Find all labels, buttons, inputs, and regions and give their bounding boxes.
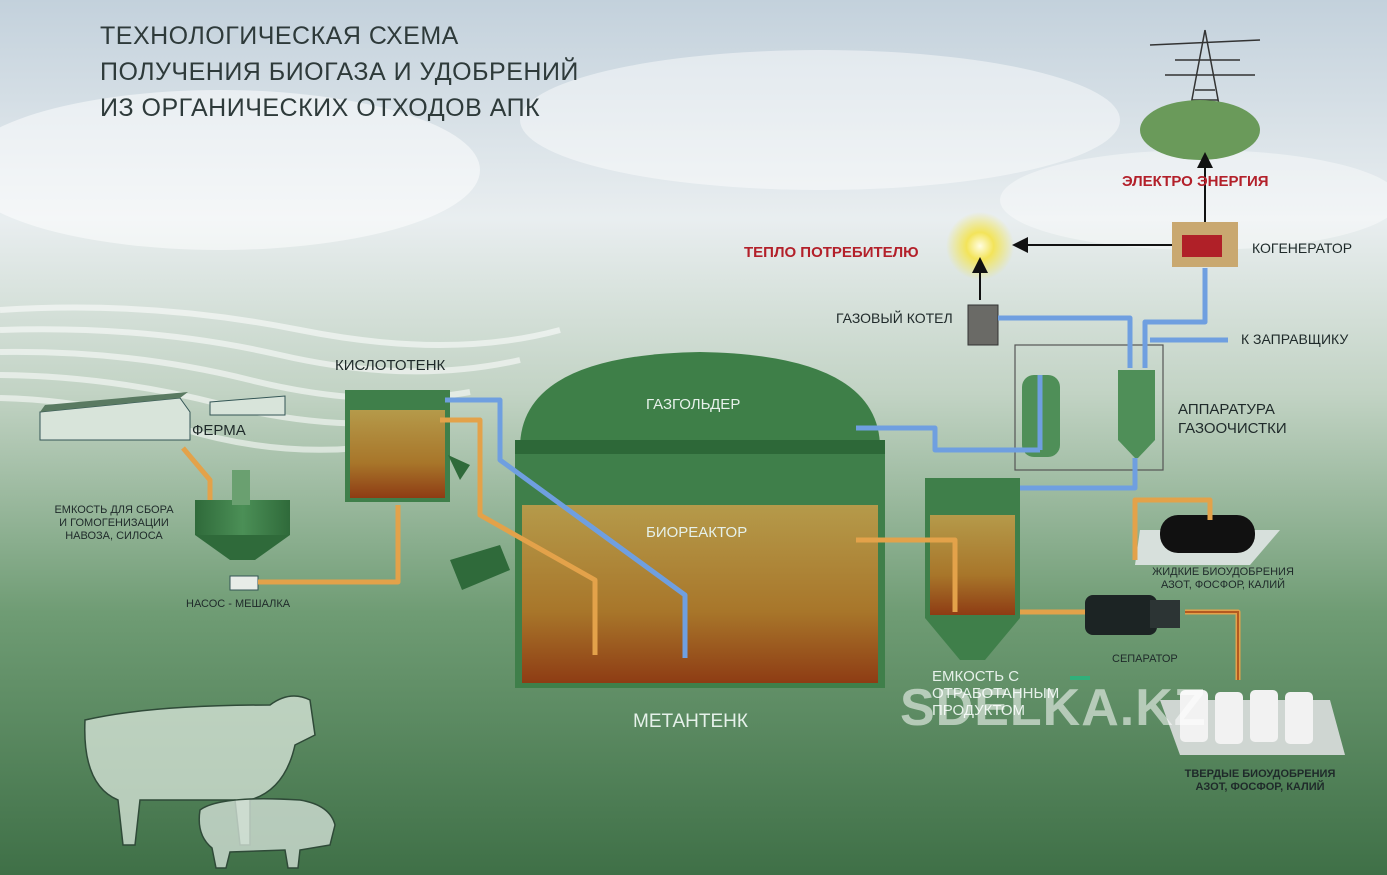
separator-label: СЕПАРАТОР [1112, 653, 1178, 665]
flow-arrows [972, 152, 1213, 300]
bioreactor-label: БИОРЕАКТОР [646, 524, 748, 541]
cloud [0, 90, 480, 250]
heat-to-consumer-label: ТЕПЛО ПОТРЕБИТЕЛЮ [744, 244, 919, 261]
tree-icon [1140, 100, 1260, 160]
gas-pipes [445, 268, 1228, 658]
gas-cleaning-label: АППАРАТУРА ГАЗООЧИСТКИ [1178, 401, 1287, 437]
methane-tank-icon [450, 352, 885, 688]
title-line-1: ТЕХНОЛОГИЧЕСКАЯ СХЕМА [100, 22, 459, 50]
fertilizer-bags-icon [1160, 690, 1345, 755]
electricity-label: ЭЛЕКТРО ЭНЕРГИЯ [1122, 173, 1269, 190]
cow-icon [84, 695, 316, 846]
cloud [520, 50, 1120, 190]
to-filling-station-label: К ЗАПРАВЩИКУ [1241, 331, 1349, 347]
pig-icon [198, 798, 336, 869]
farm-buildings-icon [39, 392, 286, 441]
watermark-bar [1070, 676, 1090, 680]
gas-boiler-icon [967, 304, 999, 346]
methane-tank-label: МЕТАНТЕНК [633, 711, 748, 732]
separator-icon [1085, 595, 1180, 635]
acid-tank-label: КИСЛОТОТЕНК [335, 357, 446, 374]
collection-tank-label: ЕМКОСТЬ ДЛЯ СБОРА И ГОМОГЕНИЗАЦИИ НАВОЗА… [54, 504, 174, 542]
title-line-2: ПОЛУЧЕНИЯ БИОГАЗА И УДОБРЕНИЙ [100, 58, 579, 86]
spent-tank-label: ЕМКОСТЬ С ОТРАБОТАННЫМ ПРОДУКТОМ [932, 668, 1060, 719]
liquid-fertilizer-label: ЖИДКИЕ БИОУДОБРЕНИЯ АЗОТ, ФОСФОР, КАЛИЙ [1152, 566, 1294, 591]
gas-boiler-label: ГАЗОВЫЙ КОТЕЛ [836, 310, 953, 326]
power-pylon-icon [1149, 29, 1261, 111]
watermark: SDELKA.KZ [900, 679, 1207, 737]
gas-cleaning-frame [1014, 344, 1164, 471]
cogenerator-label: КОГЕНЕРАТОР [1252, 240, 1353, 256]
gas-scrubber-icon [1118, 370, 1155, 458]
farm-label: ФЕРМА [192, 422, 246, 439]
light-bulb-icon [946, 212, 1014, 280]
fertilizer-tank-icon [1135, 515, 1280, 565]
title-line-3: ИЗ ОРГАНИЧЕСКИХ ОТХОДОВ АПК [100, 94, 541, 122]
cogenerator-engine-icon [1182, 235, 1222, 257]
spent-tank-icon [925, 478, 1020, 660]
gasholder-label: ГАЗГОЛЬДЕР [646, 396, 741, 413]
slurry-pipes-core [1185, 611, 1239, 680]
acid-tank-icon [345, 390, 470, 502]
pump-mixer-icon [229, 575, 259, 591]
collection-tank-icon [195, 470, 290, 560]
pump-mixer-label: НАСОС - МЕШАЛКА [186, 598, 291, 610]
cloud [1000, 150, 1387, 250]
solid-fertilizer-label: ТВЕРДЫЕ БИОУДОБРЕНИЯ АЗОТ, ФОСФОР, КАЛИЙ [1184, 768, 1336, 793]
